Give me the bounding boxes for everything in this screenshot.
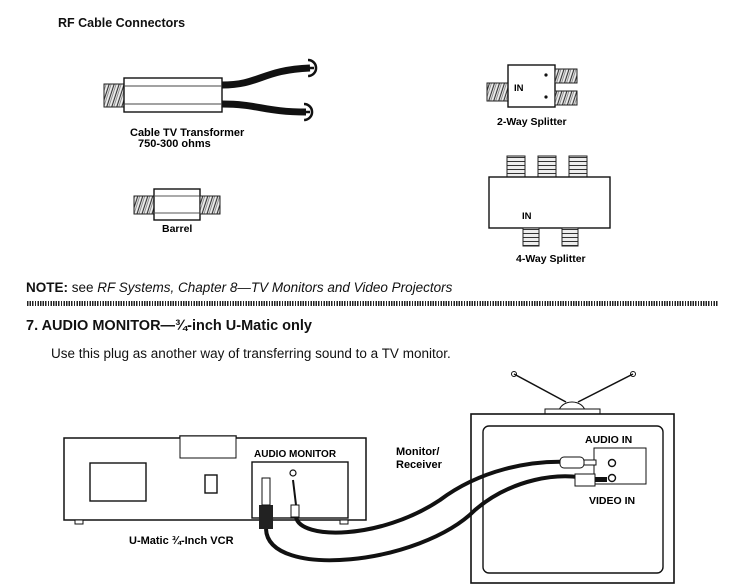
two-way-caption: 2-Way Splitter	[497, 116, 567, 128]
audio-monitor-diagram: AUDIO IN VIDEO IN AUDIO MONITOR U-Matic …	[63, 371, 675, 584]
four-way-caption: 4-Way Splitter	[516, 253, 586, 265]
monitor-receiver-line2: Receiver	[396, 459, 443, 471]
cable-tv-transformer	[103, 58, 318, 122]
transformer-caption-line2: 750-300 ohms	[138, 138, 211, 150]
vcr-unit	[63, 435, 367, 525]
two-way-in-label: IN	[514, 83, 524, 94]
audio-cable	[259, 473, 607, 563]
rf-connectors-illustration: Cable TV Transformer 750-300 ohms Barrel…	[103, 58, 611, 265]
video-cable	[290, 456, 597, 535]
section-7-heading: 7. AUDIO MONITOR—¾-inch U-Matic only	[26, 318, 312, 334]
note-prefix: see	[68, 280, 98, 295]
audio-monitor-label: AUDIO MONITOR	[254, 449, 337, 460]
monitor-receiver-line1: Monitor/	[396, 446, 439, 458]
audio-in-label: AUDIO IN	[585, 434, 632, 446]
vcr-label: U-Matic ¾-Inch VCR	[129, 535, 234, 547]
note: NOTE: see RF Systems, Chapter 8—TV Monit…	[26, 280, 452, 295]
transformer-caption-line1: Cable TV Transformer	[130, 127, 245, 139]
four-way-in-label: IN	[522, 211, 532, 222]
barrel-caption: Barrel	[162, 223, 192, 235]
video-in-label: VIDEO IN	[589, 495, 635, 507]
note-label: NOTE:	[26, 280, 68, 295]
two-way-splitter: IN	[486, 64, 578, 108]
barrel-connector	[133, 188, 221, 221]
section-title: RF Cable Connectors	[58, 16, 186, 30]
note-reference: RF Systems, Chapter 8—TV Monitors and Vi…	[97, 280, 453, 295]
four-way-splitter: IN	[488, 155, 611, 247]
separator	[27, 301, 718, 306]
section-7-body: Use this plug as another way of transfer…	[51, 346, 451, 361]
